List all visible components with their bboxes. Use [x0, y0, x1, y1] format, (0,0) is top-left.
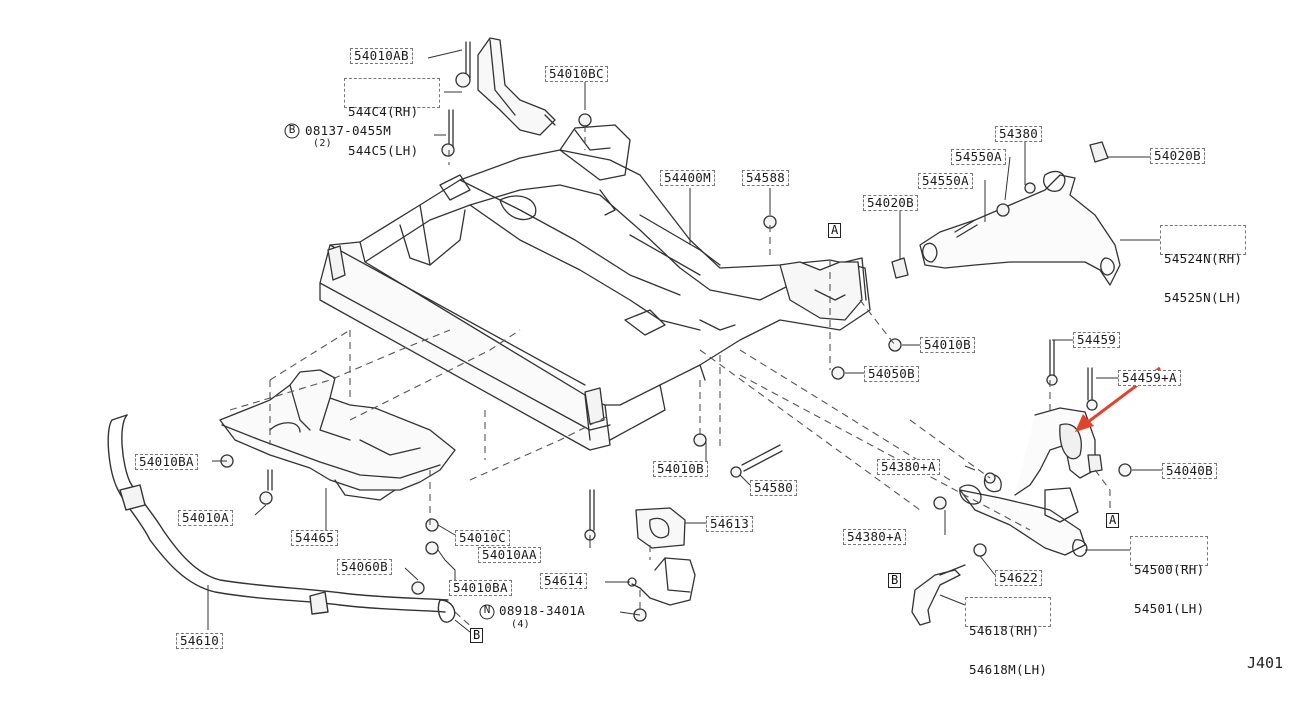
prefix-B-circle: B	[288, 123, 296, 136]
label-54380A-2: 54380+A	[843, 529, 906, 545]
label-54380A-1: 54380+A	[877, 459, 940, 475]
label-08137-0455M: 08137-0455M	[302, 124, 395, 138]
label-544C4-544C5: 544C4(RH) 544C5(LH)	[344, 78, 440, 157]
bolts	[267, 41, 1093, 531]
ref-B-right: B	[888, 573, 902, 588]
lower-link-and-knuckle	[959, 407, 1103, 557]
label-54010A: 54010A	[178, 510, 233, 526]
label-54622: 54622	[995, 570, 1043, 586]
label-54060B: 54060B	[337, 559, 392, 575]
label-54618M: 54618M(LH)	[969, 662, 1048, 677]
label-54501: 54501(LH)	[1134, 601, 1205, 616]
label-54400M: 54400M	[660, 170, 715, 186]
label-54580: 54580	[750, 480, 798, 496]
label-54010BC: 54010BC	[545, 66, 608, 82]
label-54010B-1: 54010B	[920, 337, 975, 353]
label-54524N: 54524N(RH)	[1164, 251, 1243, 266]
bushing-and-clamp	[627, 507, 696, 606]
label-54550A-1: 54550A	[951, 149, 1006, 165]
label-54010B-2: 54010B	[653, 461, 708, 477]
assembly-lines	[229, 125, 1111, 631]
leader-lines	[207, 49, 1162, 633]
label-54010BA-1: 54010BA	[135, 454, 198, 470]
diagram-code: J401	[1247, 654, 1284, 672]
stabilizer-link	[911, 543, 987, 626]
label-54618-54618M: 54618(RH) 54618M(LH)	[965, 597, 1052, 676]
label-08137-qty: (2)	[310, 138, 335, 149]
label-54459-A: 54459+A	[1118, 370, 1181, 386]
ref-A-top: A	[828, 223, 842, 238]
label-54380: 54380	[995, 126, 1043, 142]
upper-link	[891, 141, 1121, 286]
label-54588: 54588	[742, 170, 790, 186]
label-54500-54501: 54500(RH) 54501(LH)	[1130, 536, 1209, 615]
crossmember-54465	[219, 369, 456, 501]
prefix-N-circle: N	[483, 603, 491, 616]
label-54618: 54618(RH)	[969, 623, 1040, 638]
label-54613: 54613	[706, 516, 754, 532]
label-54500: 54500(RH)	[1134, 562, 1205, 577]
label-54524N-54525N: 54524N(RH) 54525N(LH)	[1160, 225, 1247, 304]
front-subframe	[319, 37, 871, 451]
ref-A-right: A	[1106, 513, 1120, 528]
label-54010C: 54010C	[455, 530, 510, 546]
label-54610: 54610	[176, 633, 224, 649]
circle-prefixes	[284, 123, 495, 620]
nuts	[220, 72, 1132, 622]
label-08918-3401A: 08918-3401A	[496, 604, 589, 618]
label-54525N: 54525N(LH)	[1164, 290, 1243, 305]
label-54040B: 54040B	[1162, 463, 1217, 479]
label-54550A-2: 54550A	[918, 173, 973, 189]
label-54050B: 54050B	[864, 366, 919, 382]
label-54020B-2: 54020B	[1150, 148, 1205, 164]
label-08918-qty: (4)	[508, 619, 533, 630]
label-54010AA: 54010AA	[478, 547, 541, 563]
label-54614: 54614	[540, 573, 588, 589]
label-54010BA-2: 54010BA	[449, 580, 512, 596]
label-54459: 54459	[1073, 332, 1121, 348]
label-54010AB: 54010AB	[350, 48, 413, 64]
ref-B-bottom: B	[470, 628, 484, 643]
label-544C5: 544C5(LH)	[348, 143, 419, 158]
label-54020B-1: 54020B	[863, 195, 918, 211]
label-54465: 54465	[291, 530, 339, 546]
stabilizer-bar	[107, 414, 456, 623]
label-544C4: 544C4(RH)	[348, 104, 419, 119]
